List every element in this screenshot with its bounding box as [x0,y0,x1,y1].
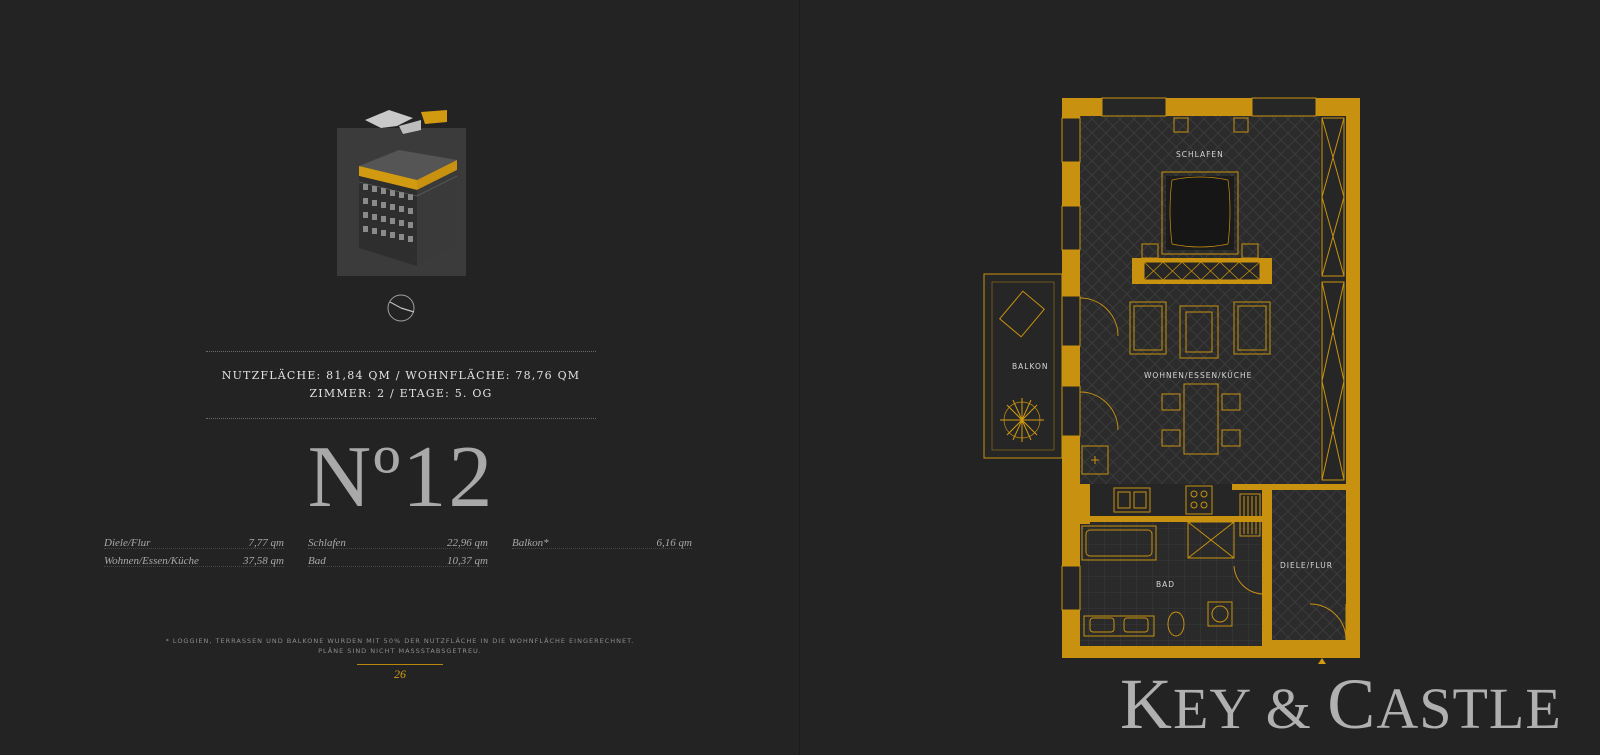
room-label-wohnen: WOHNEN/ESSEN/KÜCHE [1144,371,1253,380]
room-label-bad: BAD [1156,580,1176,589]
brand-text: EY [1173,676,1251,741]
footnote: * Loggien, Terrassen und Balkone wurden … [150,636,650,656]
footnote-line: * Loggien, Terrassen und Balkone wurden … [165,637,635,645]
room-row: Schlafen 22,96 qm [308,537,488,553]
room-area: 22,96 qm [447,537,488,549]
room-name: Diele/Flur [104,537,151,549]
left-page: NUTZFLÄCHE: 81,84 QM / WOHNFLÄCHE: 78,76… [104,110,692,681]
divider-top [206,351,596,352]
room-area: 37,58 qm [243,555,284,567]
room-label-diele: DIELE/FLUR [1280,561,1333,570]
footnote-line: Pläne sind nicht maßstabsgetreu. [318,647,482,655]
room-row: Balkon* 6,16 qm [512,537,692,553]
building-isometric-icon [337,110,466,276]
rooms-floor-summary: ZIMMER: 2 / ETAGE: 5. OG [309,387,493,400]
area-summary: NUTZFLÄCHE: 81,84 QM / WOHNFLÄCHE: 78,76… [221,369,581,382]
room-row: Bad 10,37 qm [308,555,488,571]
page-number-rule [357,664,443,665]
brand-text: ASTLE [1376,676,1562,741]
divider-bottom [206,418,596,419]
room-area: 6,16 qm [656,537,692,549]
room-name: Bad [308,555,326,567]
room-label-schlafen: SCHLAFEN [1176,150,1224,159]
brand-initial: C [1327,664,1377,744]
brand-logo: KEY & CASTLE [1120,662,1600,746]
page-divider [799,0,800,755]
room-area: 7,77 qm [248,537,284,549]
room-label-balkon: BALKON [1012,362,1049,371]
unit-number-title: Nº12 [307,429,495,526]
room-name: Schlafen [308,537,346,549]
room-name: Wohnen/Essen/Küche [104,555,199,567]
brand-ampersand: & [1250,676,1328,741]
room-area: 10,37 qm [447,555,488,567]
room-name: Balkon* [512,537,549,549]
compass-icon [386,293,416,327]
brand-initial: K [1120,664,1173,744]
page-number: 26 [394,667,406,681]
room-row: Wohnen/Essen/Küche 37,58 qm [104,555,284,571]
room-row: Diele/Flur 7,77 qm [104,537,284,553]
